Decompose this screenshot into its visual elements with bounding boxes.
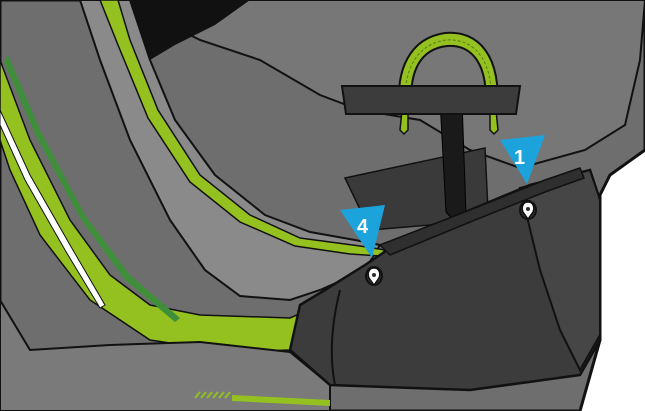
callout-1-label: 1	[514, 147, 525, 169]
rivet-4	[366, 267, 382, 285]
rivet-1	[520, 201, 536, 219]
callout-4-label: 4	[357, 216, 369, 238]
strap-patch	[342, 86, 520, 114]
